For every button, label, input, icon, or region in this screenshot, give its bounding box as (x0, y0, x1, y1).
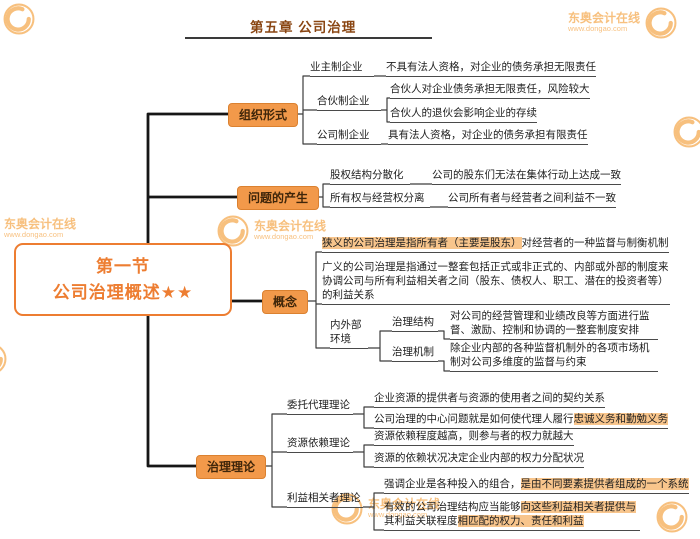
branch-governance-theories[interactable]: 治理理论 (196, 455, 267, 479)
topic-partnership-note-1[interactable]: 合伙人对企业债务承担无限责任，风险较大 (390, 83, 590, 99)
topic-resource-dependence-note-1[interactable]: 资源依赖程度越高，则参与者的权力就越大 (374, 430, 574, 446)
topic-resource-dependence-theory[interactable]: 资源依赖理论 (287, 437, 353, 453)
topic-principal-agent-note-1[interactable]: 企业资源的提供者与资源的使用者之间的契约关系 (374, 392, 605, 408)
topic-dispersed-ownership-note[interactable]: 公司的股东们无法在集体行动上达成一致 (432, 169, 621, 185)
topic-stakeholder-note-1[interactable]: 强调企业是各种投入的组合，是由不同要素提供者组成的一个系统 (384, 478, 689, 494)
branch-problem-origin[interactable]: 问题的产生 (237, 186, 320, 210)
topic-corporation-note[interactable]: 具有法人资格，对企业的债务承担有限责任 (388, 129, 588, 145)
topic-governance-structure-note[interactable]: 对公司的经营管理和业绩改良等方面进行监督、激励、控制和协调的一整套制度安排 (450, 309, 658, 340)
topic-partnership-note-2[interactable]: 合伙人的退伙会影响企业的存续 (390, 107, 537, 123)
branch-concept[interactable]: 概念 (262, 290, 309, 314)
topic-principal-agent-note-2[interactable]: 公司治理的中心问题就是如何使代理人履行忠诚义务和勤勉义务 (374, 413, 668, 429)
topic-resource-dependence-note-2[interactable]: 资源的依赖状况决定企业内部的权力分配状况 (374, 452, 584, 468)
topic-governance-structure[interactable]: 治理结构 (392, 316, 438, 332)
topic-stakeholder-theory[interactable]: 利益相关者理论 (287, 492, 363, 508)
topic-sole-proprietorship-note[interactable]: 不具有法人资格，对企业的债务承担无限责任 (386, 61, 596, 77)
topic-stakeholder-note-2[interactable]: 有效的公司治理结构应当能够向这些利益相关者提供与其利益关联程度相匹配的权力、责任… (384, 500, 640, 531)
topic-corporation[interactable]: 公司制企业 (317, 129, 381, 145)
topic-sole-proprietorship[interactable]: 业主制企业 (310, 61, 374, 77)
topic-principal-agent-theory[interactable]: 委托代理理论 (287, 399, 353, 415)
chapter-title: 第五章 公司治理 (250, 20, 357, 35)
root-topic-line1: 第一节 (96, 257, 150, 276)
topic-dispersed-ownership[interactable]: 股权结构分散化 (330, 169, 410, 185)
root-topic[interactable]: 第一节 公司治理概述★★ (14, 243, 232, 316)
branch-organization-forms[interactable]: 组织形式 (228, 103, 299, 127)
topic-governance-mechanism[interactable]: 治理机制 (392, 346, 438, 362)
topic-ownership-separation-note[interactable]: 公司所有者与经营者之间利益不一致 (448, 192, 616, 208)
topic-broad-definition[interactable]: 广义的公司治理是指通过一整套包括正式或非正式的、内部或外部的制度来协调公司与所有… (322, 260, 670, 305)
topic-narrow-definition[interactable]: 狭义的公司治理是指所有者（主要是股东）对经营者的一种监督与制衡机制 (322, 237, 669, 253)
root-topic-line2: 公司治理概述★★ (52, 282, 194, 302)
topic-internal-external-environment[interactable]: 内外部环境 (330, 318, 368, 349)
topic-partnership[interactable]: 合伙制企业 (317, 95, 381, 111)
topic-ownership-separation[interactable]: 所有权与经营权分离 (330, 192, 430, 208)
topic-governance-mechanism-note[interactable]: 除企业内部的各种监督机制外的各项市场机制对公司多维度的监督与约束 (450, 341, 658, 372)
